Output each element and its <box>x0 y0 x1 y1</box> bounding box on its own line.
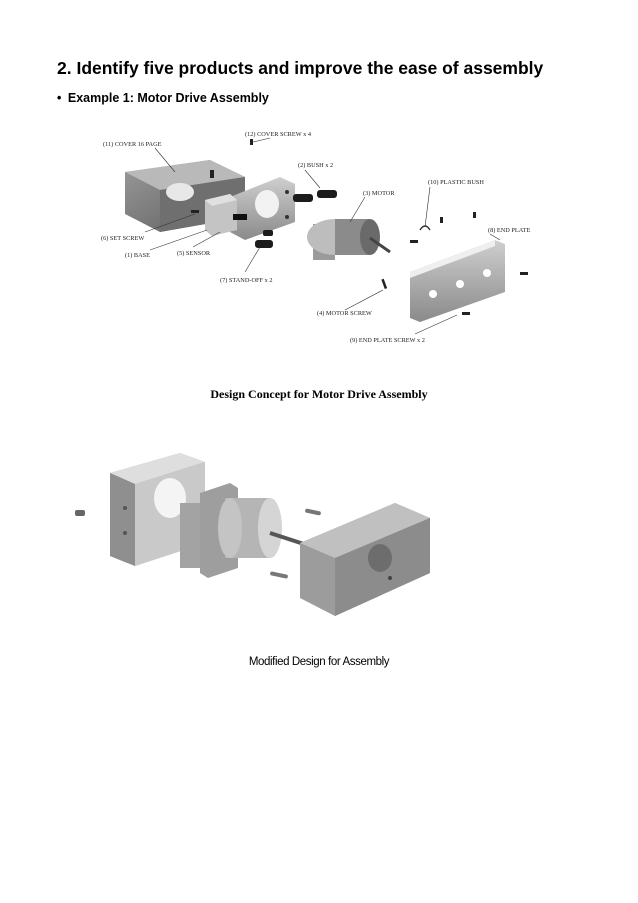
label-cover-screw: (12) COVER SCREW x 4 <box>245 131 312 138</box>
plastic-bush-part <box>410 212 476 243</box>
label-standoff: (7) STAND-OFF x 2 <box>220 277 273 284</box>
label-motor-screw: (4) MOTOR SCREW <box>317 310 372 317</box>
figure2-caption: Modified Design for Assembly <box>248 656 390 668</box>
housing-part <box>300 503 430 616</box>
middle-screws <box>270 508 321 579</box>
label-motor: (3) MOTOR <box>363 190 395 197</box>
exploded-assembly-figure: (11) COVER 16 PAGE (12) COVER SCREW x 4 … <box>101 131 530 344</box>
motor-part <box>307 219 391 260</box>
example-line: • Example 1: Motor Drive Assembly <box>57 91 269 105</box>
figure1-caption: Design Concept for Motor Drive Assembly <box>210 387 428 401</box>
example-title: Example 1: Motor Drive Assembly <box>67 91 269 105</box>
label-end-plate-screw: (9) END PLATE SCREW x 2 <box>350 337 425 344</box>
label-plastic-bush: (10) PLASTIC BUSH <box>428 179 484 186</box>
sensor-part <box>205 194 247 236</box>
screw-part <box>75 510 85 516</box>
base-bracket-part <box>230 177 295 240</box>
bullet-glyph: • <box>57 91 62 105</box>
label-end-plate: (8) END PLATE <box>488 227 530 234</box>
end-plate-part <box>410 240 528 322</box>
bush-parts <box>293 190 337 202</box>
standoff-parts <box>255 230 273 248</box>
label-base: (1) BASE <box>125 252 150 259</box>
modified-assembly-figure <box>75 453 430 616</box>
label-sensor: (5) SENSOR <box>177 250 211 257</box>
section-heading: 2. Identify five products and improve th… <box>57 58 544 78</box>
motor-body-part <box>180 483 311 578</box>
label-bush: (2) BUSH x 2 <box>298 162 333 169</box>
label-cover: (11) COVER 16 PAGE <box>103 141 162 148</box>
label-set-screw: (6) SET SCREW <box>101 235 144 242</box>
leader-lines <box>144 137 501 335</box>
loose-screws <box>191 139 470 315</box>
